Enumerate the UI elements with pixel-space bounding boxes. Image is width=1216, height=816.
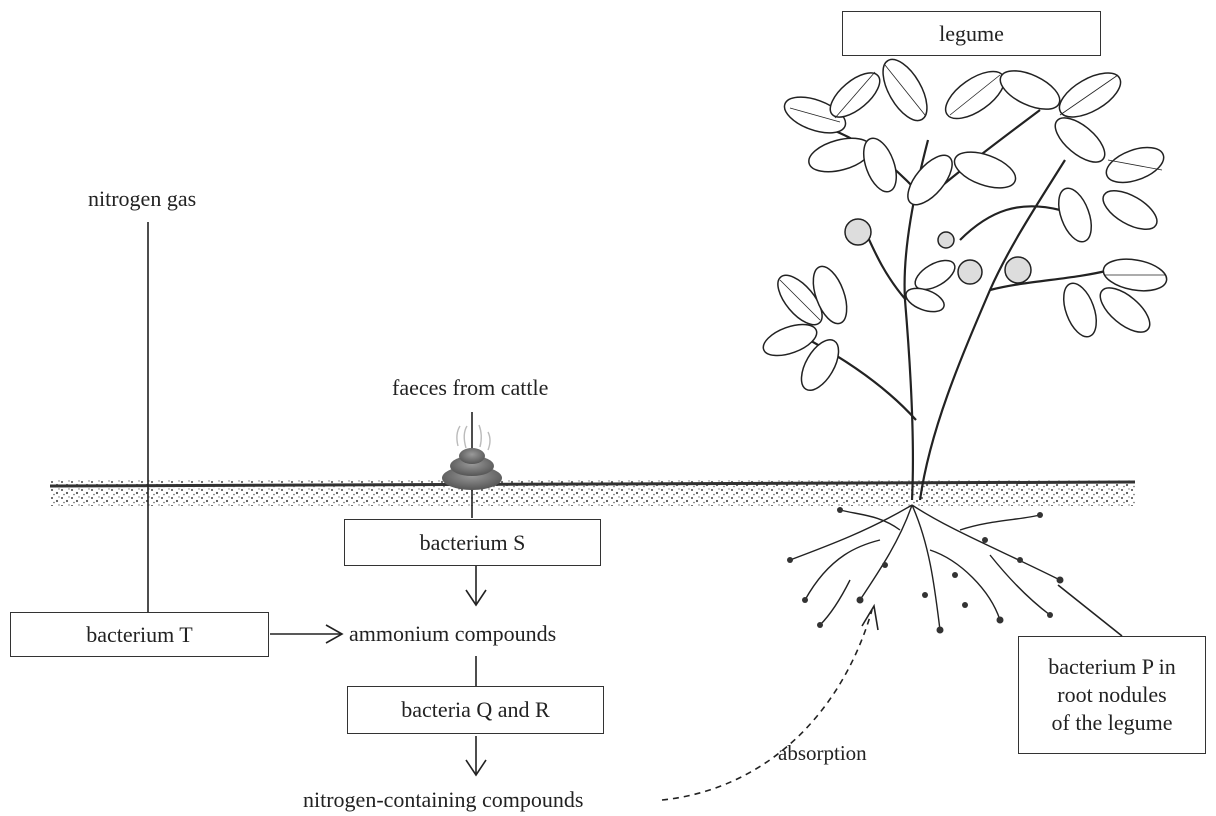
arrow-s-to-ammonium: [466, 566, 486, 605]
bacterium-p-line-3: of the legume: [1052, 709, 1173, 737]
bacterium-p-line-1: bacterium P in: [1048, 653, 1176, 681]
arrow-qr-to-nitrogen-compounds: [466, 736, 486, 775]
bacteria-q-and-r-box: bacteria Q and R: [347, 686, 604, 734]
bacterium-p-box: bacterium P in root nodules of the legum…: [1018, 636, 1206, 754]
nitrogen-gas-label: nitrogen gas: [88, 186, 196, 212]
bacterium-t-box: bacterium T: [10, 612, 269, 657]
line-roots-to-bacterium-p: [1058, 585, 1122, 636]
arrow-absorption: [662, 606, 878, 800]
ammonium-compounds-label: ammonium compounds: [349, 621, 556, 647]
faeces-label: faeces from cattle: [392, 375, 548, 401]
legume-box: legume: [842, 11, 1101, 56]
bacterium-s-box: bacterium S: [344, 519, 601, 566]
nitrogen-compounds-label: nitrogen-containing compounds: [303, 787, 583, 813]
soil-surface: [50, 480, 1135, 506]
absorption-label: absorption: [778, 740, 867, 766]
bacterium-p-line-2: root nodules: [1057, 681, 1166, 709]
arrow-t-to-ammonium: [270, 625, 342, 643]
legume-plant-image: [759, 53, 1169, 634]
